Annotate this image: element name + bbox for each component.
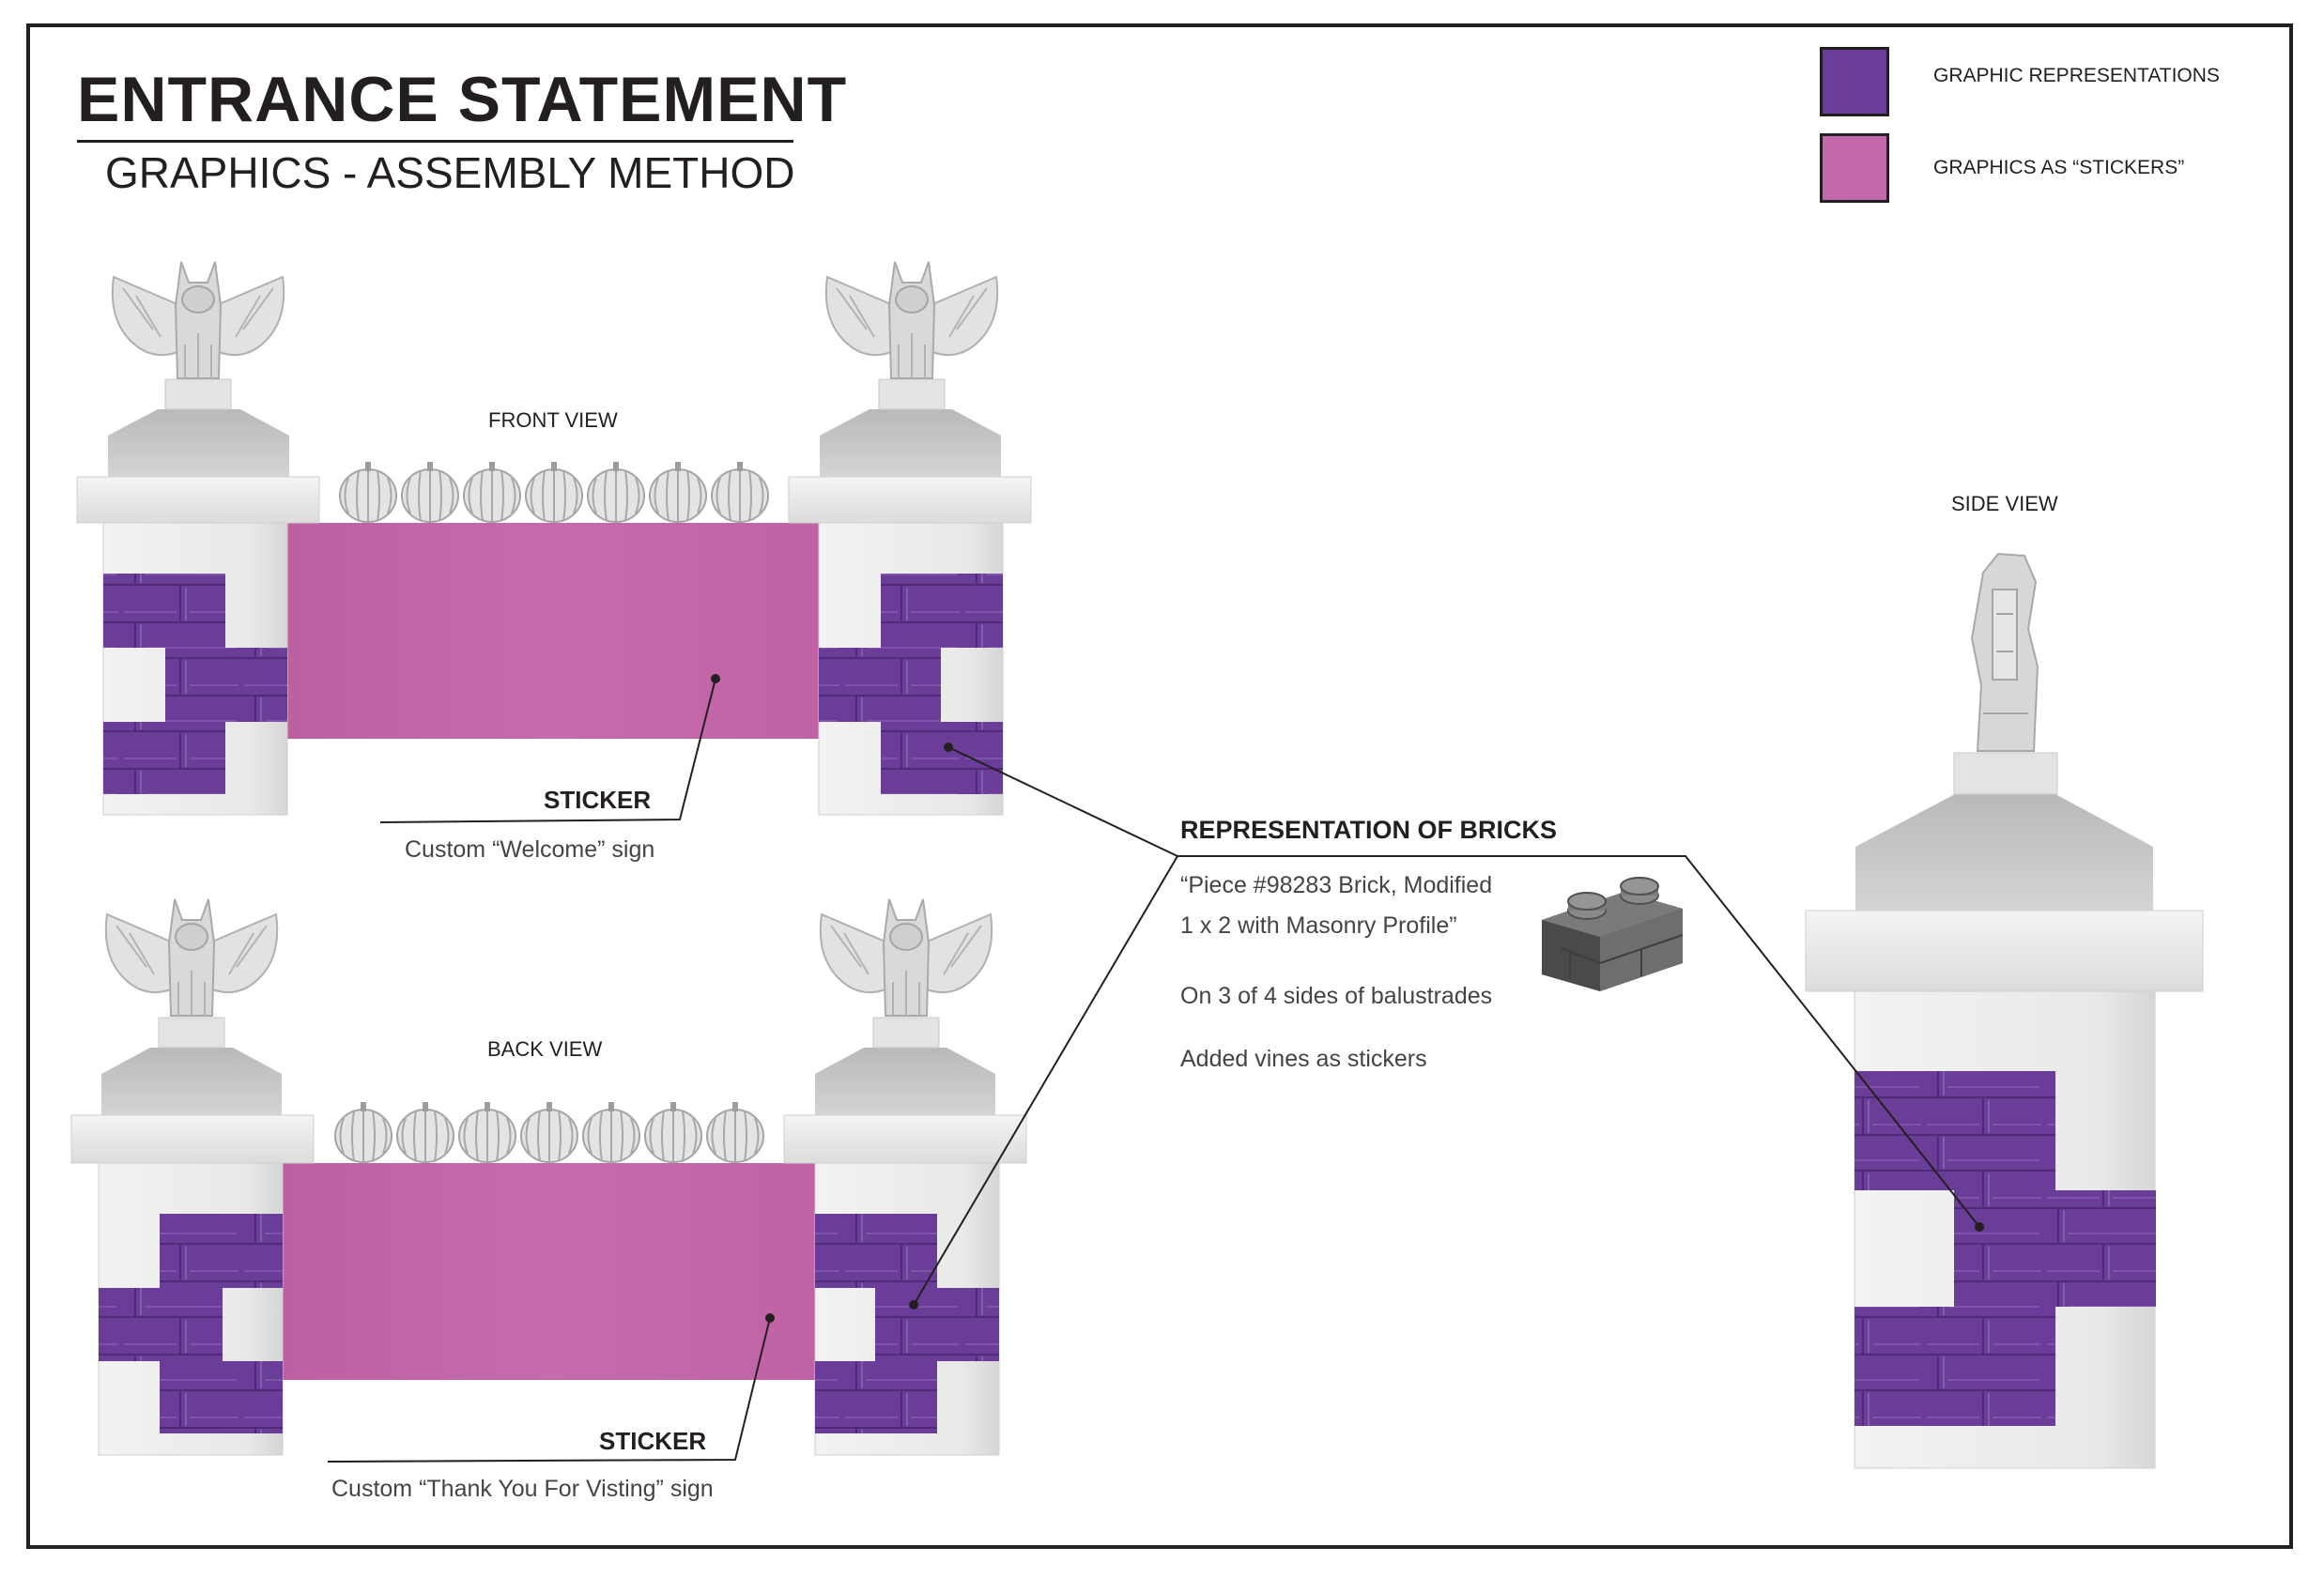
back-view-label: BACK VIEW xyxy=(487,1037,603,1061)
bricks-leader-front-side xyxy=(947,746,1980,1228)
pumpkin-icon xyxy=(706,1102,764,1163)
side-brick-graphic xyxy=(1855,1071,2156,1426)
legend-label-graphics-as-stickers: GRAPHICS AS “STICKERS” xyxy=(1933,157,2185,178)
pumpkin-icon xyxy=(711,462,769,523)
pumpkin-icon xyxy=(458,1102,516,1163)
leader-dots xyxy=(711,674,1984,1323)
back-sticker-leader xyxy=(327,1317,771,1463)
bricks-piece-line-1: “Piece #98283 Brick, Modified xyxy=(1180,872,1493,898)
back-sticker-title: STICKER xyxy=(599,1427,707,1455)
side-pillar-roof xyxy=(1855,794,2153,911)
pumpkin-icon xyxy=(644,1102,702,1163)
pumpkin-icon xyxy=(339,462,397,523)
back-right-pillar xyxy=(783,1017,1027,1456)
front-view xyxy=(76,261,1032,816)
title-underline xyxy=(77,140,793,143)
bricks-leader-back xyxy=(913,855,1178,1306)
legend-label-graphic-representations: GRAPHIC REPRESENTATIONS xyxy=(1933,65,2220,86)
bricks-vines-note: Added vines as stickers xyxy=(1180,1046,1427,1072)
bat-gargoyle-icon xyxy=(1970,552,2039,752)
pumpkin-icon xyxy=(649,462,707,523)
lego-masonry-brick-icon xyxy=(1542,877,1684,991)
front-left-brick-graphic xyxy=(103,574,287,794)
front-left-pillar xyxy=(76,378,320,816)
bricks-representation-title: REPRESENTATION OF BRICKS xyxy=(1180,816,1558,844)
back-left-pillar xyxy=(70,1017,315,1456)
page-title: ENTRANCE STATEMENT xyxy=(77,64,848,135)
page-subtitle: GRAPHICS - ASSEMBLY METHOD xyxy=(105,148,795,197)
pumpkin-icon xyxy=(463,462,521,523)
drawing-frame xyxy=(26,23,2293,1549)
side-view xyxy=(1805,552,2204,1469)
bat-gargoyle-icon xyxy=(111,261,285,379)
back-pumpkin-row xyxy=(334,1102,764,1163)
front-sticker-title: STICKER xyxy=(544,786,652,814)
side-pillar-cap xyxy=(1805,910,2204,992)
bricks-piece-line-2: 1 x 2 with Masonry Profile” xyxy=(1180,912,1457,939)
front-right-pillar xyxy=(788,378,1032,816)
pumpkin-icon xyxy=(396,1102,454,1163)
back-thank-you-sticker-panel xyxy=(283,1163,815,1380)
pumpkin-icon xyxy=(582,1102,640,1163)
back-sticker-caption: Custom “Thank You For Visting” sign xyxy=(331,1476,714,1502)
bat-gargoyle-icon xyxy=(104,898,279,1017)
bat-gargoyle-icon xyxy=(819,898,993,1017)
front-welcome-sticker-panel xyxy=(287,523,819,739)
pumpkin-icon xyxy=(334,1102,392,1163)
front-right-brick-graphic xyxy=(819,574,1003,794)
legend-swatch-graphic-representations xyxy=(1820,47,1889,116)
pumpkin-icon xyxy=(525,462,583,523)
bat-gargoyle-icon xyxy=(824,261,999,379)
back-view xyxy=(70,898,1027,1456)
back-left-brick-graphic xyxy=(99,1214,283,1433)
pumpkin-icon xyxy=(401,462,459,523)
back-right-brick-graphic xyxy=(815,1214,999,1433)
leader-lines xyxy=(327,678,1980,1463)
front-sticker-leader xyxy=(379,678,716,823)
front-pumpkin-row xyxy=(339,462,769,523)
side-view-label: SIDE VIEW xyxy=(1951,492,2058,515)
front-sticker-caption: Custom “Welcome” sign xyxy=(405,836,655,863)
pumpkin-icon xyxy=(520,1102,578,1163)
legend-swatch-graphics-as-stickers xyxy=(1820,133,1889,203)
front-view-label: FRONT VIEW xyxy=(488,408,618,432)
bricks-sides-note: On 3 of 4 sides of balustrades xyxy=(1180,983,1493,1009)
pumpkin-icon xyxy=(587,462,645,523)
